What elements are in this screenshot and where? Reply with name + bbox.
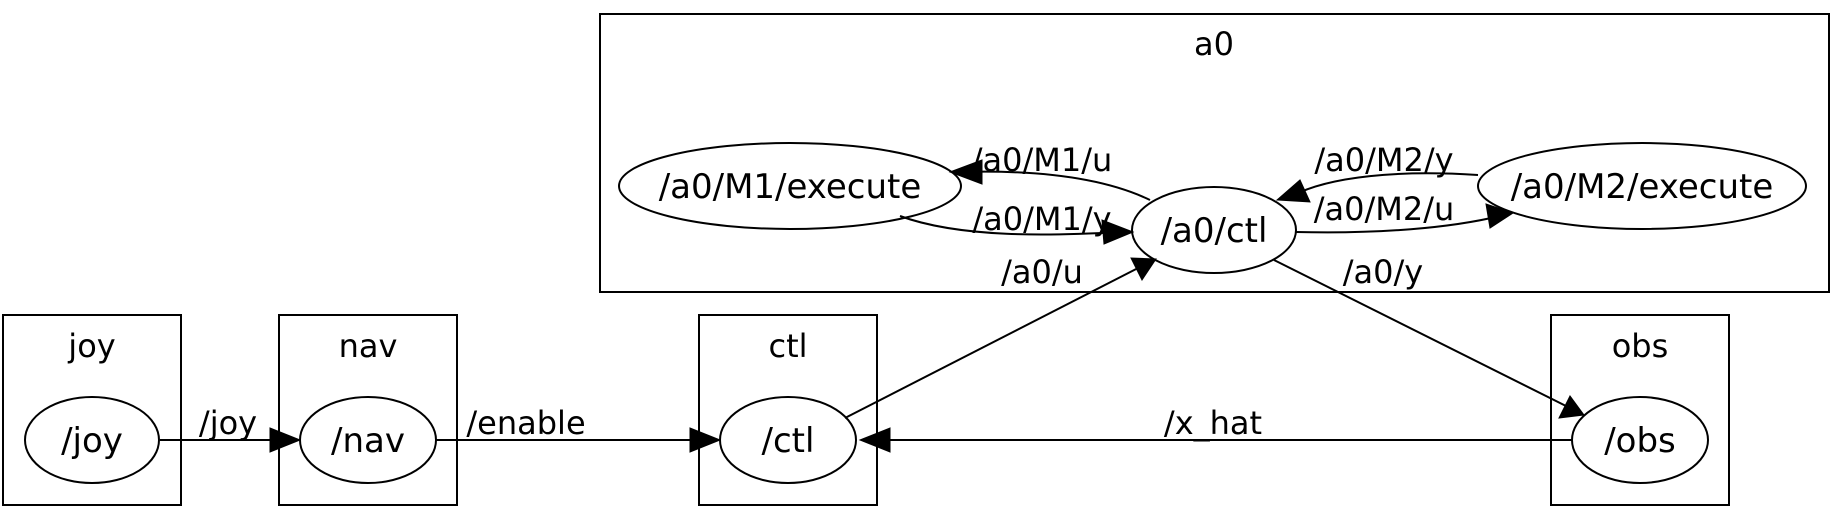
edge-label-joy: /joy xyxy=(199,404,257,442)
cluster-a0: a0 xyxy=(599,13,1830,293)
node-a0-m1-execute[interactable]: /a0/M1/execute xyxy=(618,142,962,230)
cluster-joy-label: joy xyxy=(67,327,115,365)
edge-label-a0-m2-y: /a0/M2/y xyxy=(1314,141,1453,179)
edge-a0-m1-y: /a0/M1/y xyxy=(899,200,1135,245)
edge-nav-to-ctl: /enable xyxy=(436,404,722,453)
node-a0-m2-execute[interactable]: /a0/M2/execute xyxy=(1477,142,1807,230)
node-label-a0-m2-execute: /a0/M2/execute xyxy=(1511,167,1774,207)
node-ctl[interactable]: /ctl xyxy=(719,396,857,484)
edge-a0-m1-u: /a0/M1/u xyxy=(948,141,1151,201)
edge-joy-to-nav: /joy xyxy=(160,404,302,453)
node-label-joy: /joy xyxy=(61,421,123,461)
node-obs[interactable]: /obs xyxy=(1571,396,1709,484)
node-label-obs: /obs xyxy=(1604,421,1676,461)
edge-label-a0-u: /a0/u xyxy=(1001,253,1083,291)
edge-label-a0-m1-y: /a0/M1/y xyxy=(972,200,1111,238)
cluster-ctl-label: ctl xyxy=(768,327,807,365)
edge-a0-m2-y: /a0/M2/y xyxy=(1275,141,1479,203)
edge-label-x-hat: /x_hat xyxy=(1164,404,1262,442)
node-a0-ctl[interactable]: /a0/ctl xyxy=(1131,186,1297,274)
node-nav[interactable]: /nav xyxy=(299,396,437,484)
cluster-joy: joy xyxy=(2,314,182,506)
edge-label-enable: /enable xyxy=(466,404,585,442)
edge-label-a0-y: /a0/y xyxy=(1343,253,1423,291)
cluster-obs-label: obs xyxy=(1612,327,1669,365)
cluster-nav: nav xyxy=(278,314,458,506)
edge-label-a0-m1-u: /a0/M1/u xyxy=(972,141,1113,179)
cluster-nav-label: nav xyxy=(339,327,398,365)
edge-ctl-to-a0-ctl: /a0/u xyxy=(844,253,1157,419)
node-label-nav: /nav xyxy=(331,421,405,461)
edge-label-a0-m2-u: /a0/M2/u xyxy=(1314,190,1455,228)
edge-obs-to-ctl: /x_hat xyxy=(858,404,1572,453)
node-joy[interactable]: /joy xyxy=(24,396,160,484)
cluster-obs: obs xyxy=(1550,314,1730,506)
node-label-a0-m1-execute: /a0/M1/execute xyxy=(659,167,922,207)
edge-a0-ctl-to-obs: /a0/y xyxy=(1273,253,1585,419)
edge-a0-m2-u: /a0/M2/u xyxy=(1295,190,1515,234)
node-label-a0-ctl: /a0/ctl xyxy=(1161,211,1268,251)
cluster-a0-label: a0 xyxy=(1194,25,1234,63)
node-label-ctl: /ctl xyxy=(762,421,815,461)
cluster-ctl: ctl xyxy=(698,314,878,506)
